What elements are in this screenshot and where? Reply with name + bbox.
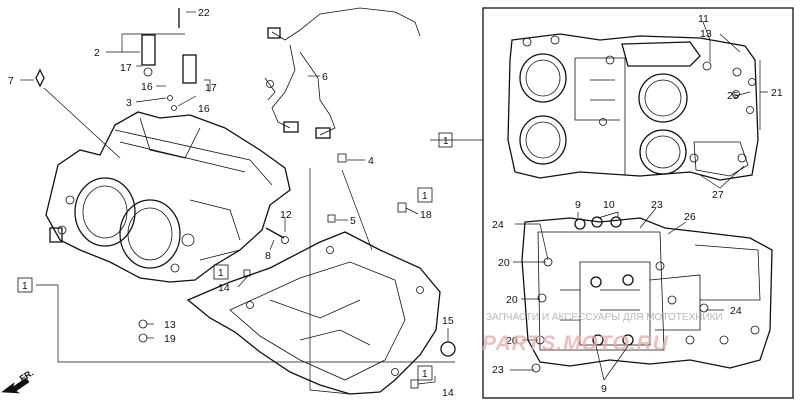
- callout-22: 22: [198, 7, 210, 19]
- callout-11: 11: [698, 13, 709, 25]
- callout-4: 4: [368, 155, 374, 167]
- boxed-ref-1: 1: [443, 136, 449, 147]
- boxed-references: 1 1 1 1 1: [17, 132, 453, 381]
- boxed-ref-1: 1: [218, 268, 224, 279]
- callout-26: 26: [684, 211, 696, 223]
- callout-25: 25: [727, 90, 739, 102]
- watermark: ЗАПЧАСТИ И АКСЕССУАРЫ ДЛЯ МОТОТЕХНИКИ PA…: [482, 312, 723, 355]
- callout-13: 13: [164, 319, 176, 331]
- callout-9: 9: [601, 383, 607, 395]
- boxed-ref-1: 1: [422, 191, 428, 202]
- callout-9: 9: [575, 199, 581, 211]
- callout-14: 14: [218, 282, 230, 294]
- callout-27: 27: [712, 189, 724, 201]
- callout-24: 24: [492, 219, 504, 231]
- callout-24: 24: [730, 305, 742, 317]
- callout-5: 5: [350, 215, 356, 227]
- crankcase-bottom-view: [521, 216, 773, 373]
- wiring-harness: [264, 7, 421, 139]
- callout-8: 8: [265, 250, 271, 262]
- callout-18: 18: [420, 209, 432, 221]
- callout-20: 20: [498, 257, 510, 269]
- callout-12: 12: [280, 209, 292, 221]
- callout-21: 21: [771, 87, 783, 99]
- cylinder-block-top-view: [507, 33, 759, 181]
- front-direction-indicator: FR.: [1, 368, 36, 394]
- upper-crankcase: [45, 111, 291, 283]
- callout-2: 2: [94, 47, 100, 59]
- callout-14: 14: [442, 387, 454, 399]
- callout-3: 3: [126, 97, 132, 109]
- callout-17: 17: [205, 82, 217, 94]
- callout-7: 7: [8, 75, 14, 87]
- front-arrow-icon: [1, 377, 30, 394]
- callout-6: 6: [322, 71, 328, 83]
- leader-lines: [20, 11, 768, 395]
- callout-23: 23: [651, 199, 663, 211]
- callout-numbers: 22 2 17 16 3 16 17 7 6 4 5 12 8 18 14 13…: [8, 7, 783, 399]
- lower-crankcase-oil-pan: [186, 231, 441, 395]
- small-fasteners: [138, 153, 456, 389]
- callout-23: 23: [492, 364, 504, 376]
- callout-15: 15: [442, 315, 454, 327]
- callout-10: 10: [603, 199, 615, 211]
- callout-20: 20: [506, 294, 518, 306]
- crankcase-inset-panel: [482, 7, 794, 399]
- callout-17: 17: [120, 62, 132, 74]
- callout-19: 19: [164, 333, 176, 345]
- front-direction-label: FR.: [18, 368, 36, 384]
- callout-13: 13: [700, 28, 712, 40]
- callout-20: 20: [506, 335, 518, 347]
- boxed-ref-1: 1: [422, 369, 428, 380]
- watermark-caption: ЗАПЧАСТИ И АКСЕССУАРЫ ДЛЯ МОТОТЕХНИКИ: [486, 312, 723, 323]
- stud-bolts-top: [35, 8, 197, 111]
- watermark-logo-text: PARTS.MOTO.RU: [482, 332, 669, 355]
- boxed-ref-1: 1: [22, 281, 28, 292]
- callout-16: 16: [141, 81, 153, 93]
- callout-16: 16: [198, 103, 210, 115]
